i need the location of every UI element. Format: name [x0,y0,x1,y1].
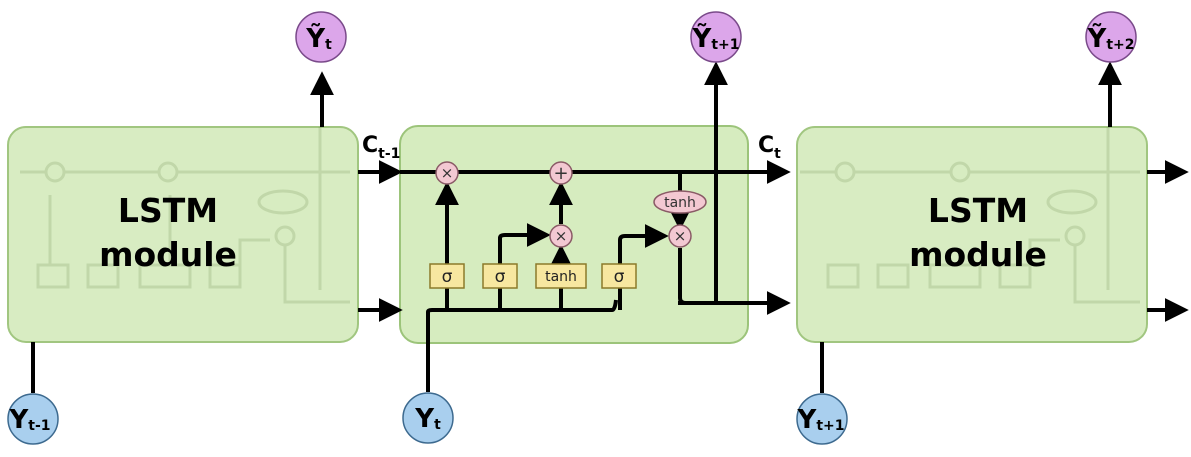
input-node-t-minus-1: Yt-1 [7,393,59,445]
tanh-label: tanh [664,195,696,211]
output-gate: σ [601,263,637,289]
sigma-label: σ [495,267,506,287]
module-label-line2: module [909,235,1047,274]
lstm-module-right: LSTM module [796,126,1148,343]
faded-internals-left [20,127,350,304]
module-label-line1: LSTM [928,191,1028,230]
input-gate: σ [482,263,518,289]
output-gate-route [618,224,669,310]
input-node-t: Yt [402,392,454,444]
svg-text:Yt+1: Yt+1 [797,405,845,435]
tanh-label: tanh [545,269,577,285]
svg-text:Ỹt+1: Ỹt+1 [692,22,740,54]
cell-add-op: + [549,161,573,185]
forget-gate: σ [429,263,465,289]
input-bus [426,299,618,392]
svg-text:Ỹt: Ỹt [305,22,332,54]
input-node-t-plus-1: Yt+1 [796,393,848,445]
mul-to-hidden [678,248,716,305]
input-nodes: Yt-1 Yt Yt+1 [7,392,848,445]
candidate-gate: tanh [535,263,587,289]
forget-multiply-op: × [435,161,459,185]
pointwise-ops: × + × × tanh [435,161,707,248]
input-multiply-op: × [549,224,573,248]
output-nodes: Ỹt Ỹt+1 Ỹt+2 [295,11,1137,63]
svg-text:Yt: Yt [414,404,441,434]
output-multiply-op: × [668,224,692,248]
multiply-icon: × [674,227,687,245]
add-icon: + [553,163,568,184]
sigma-label: σ [442,267,453,287]
multiply-icon: × [441,164,454,182]
lstm-module-left: LSTM module [7,126,359,343]
svg-text:Ỹt+2: Ỹt+2 [1087,22,1135,54]
faded-internals-right [800,127,1140,304]
input-gate-route [498,223,551,255]
cell-state-prev-label: Ct-1 [362,133,400,162]
module-label-line1: LSTM [118,191,218,230]
multiply-icon: × [555,227,568,245]
cell-state-curr-label: Ct [758,133,781,162]
output-node-t-plus-2: Ỹt+2 [1085,11,1137,63]
svg-text:Yt-1: Yt-1 [8,405,50,435]
output-node-t: Ỹt [295,11,347,63]
tanh-op: tanh [653,190,707,214]
gate-layers: σ σ tanh σ [429,263,637,289]
module-label-line2: module [99,235,237,274]
sigma-label: σ [614,267,625,287]
output-node-t-plus-1: Ỹt+1 [690,11,742,63]
connections [31,61,1189,393]
